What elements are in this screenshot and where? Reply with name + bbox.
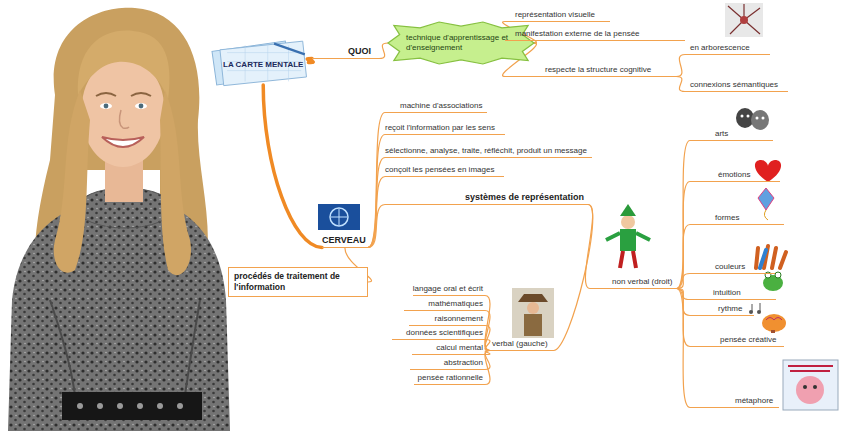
- topic-text: reçoit l'information par les sens: [385, 123, 495, 133]
- topic-node: rythme: [690, 304, 754, 316]
- topic-node: conçoit les pensées en images: [385, 165, 504, 177]
- topic-text: manifestation externe de la pensée: [515, 29, 640, 39]
- topic-text: verbal (gauche): [492, 339, 548, 349]
- masks-icon: [736, 108, 769, 130]
- branch-line: [676, 77, 685, 92]
- info-box: procédés de traitement de l'information: [228, 267, 368, 297]
- brain-icon: [318, 204, 360, 230]
- topic-node: abstraction: [410, 358, 485, 370]
- topic-text: respecte la structure cognitive: [545, 65, 651, 75]
- branch-line: [368, 205, 385, 248]
- topic-text: formes: [715, 213, 739, 223]
- topic-text: machine d'associations: [400, 101, 482, 111]
- topic-node: manifestation externe de la pensée: [505, 29, 685, 41]
- branch-line: [585, 205, 592, 289]
- branch-line: [368, 113, 385, 248]
- branch-line: [368, 135, 385, 248]
- clown-icon: [606, 204, 650, 268]
- topic-node: connexions sémantiques: [685, 80, 788, 92]
- branch-line: [379, 43, 388, 59]
- topic-node: pensée rationnelle: [414, 373, 485, 385]
- topic-text: calcul mental: [436, 343, 483, 353]
- topic-node: machine d'associations: [385, 101, 487, 113]
- branch-line: [554, 205, 593, 351]
- topic-node: non verbal (droit): [590, 277, 676, 289]
- topic-text: en arborescence: [690, 43, 750, 53]
- hair-front: [54, 30, 191, 275]
- topic-node: langage oral et écrit: [413, 284, 485, 296]
- topic-node: calcul mental: [412, 343, 485, 355]
- branch-topic: QUOI: [312, 46, 379, 59]
- topic-text: pensée créative: [720, 335, 776, 345]
- cartoon-icon: [783, 360, 838, 410]
- topic-node: systèmes de représentation: [385, 192, 588, 205]
- topic-node: reçoit l'information par les sens: [385, 123, 505, 135]
- heart-icon: [755, 160, 781, 182]
- topic-text: intuition: [713, 288, 741, 298]
- topic-text: non verbal (droit): [612, 277, 672, 287]
- topic-node: verbal (gauche): [490, 339, 554, 351]
- topic-node: respecte la structure cognitive: [505, 65, 676, 77]
- topic-node: sélectionne, analyse, traite, réfléchit,…: [385, 146, 592, 158]
- topic-text: données scientifiques: [406, 328, 483, 338]
- topic-text: raisonnement: [435, 314, 483, 324]
- topic-node: mathématiques: [404, 299, 485, 311]
- topic-node: formes: [690, 213, 784, 225]
- topic-text: langage oral et écrit: [413, 284, 483, 294]
- kite-icon: [758, 188, 774, 220]
- branch-line: [368, 177, 385, 248]
- branch-topic: CERVEAU: [322, 235, 368, 248]
- belt: [62, 392, 202, 420]
- music-icon: [749, 303, 761, 314]
- topic-node: en arborescence: [685, 43, 770, 55]
- topic-text: sélectionne, analyse, traite, réfléchit,…: [385, 146, 587, 156]
- sweater: [8, 188, 230, 431]
- topic-text: CERVEAU: [322, 235, 366, 246]
- topic-node: couleurs: [690, 262, 775, 274]
- topic-text: métaphore: [735, 396, 773, 406]
- topic-node: arts: [690, 129, 773, 141]
- branch-line: [676, 225, 690, 289]
- face: [81, 57, 165, 202]
- hands-icon: [756, 246, 786, 268]
- topic-node: raisonnement: [409, 314, 485, 326]
- branch-line: [676, 289, 690, 408]
- topic-text: QUOI: [348, 46, 371, 57]
- topic-node: données scientifiques: [392, 328, 485, 340]
- branch-line: [263, 85, 322, 248]
- branch-line: [485, 351, 490, 385]
- topic-text: connexions sémantiques: [690, 80, 778, 90]
- central-topic: LA CARTE MENTALE: [218, 40, 308, 85]
- topic-text: systèmes de représentation: [465, 192, 584, 203]
- colored-brain-icon: [762, 314, 786, 333]
- branch-line: [676, 55, 685, 77]
- portrait-photo: [0, 0, 235, 431]
- topic-text: procédés de traitement de l'information: [234, 271, 362, 293]
- topic-text: LA CARTE MENTALE: [223, 60, 303, 70]
- topic-node: intuition: [690, 288, 776, 300]
- frog-icon: [763, 272, 783, 291]
- network-icon: [725, 3, 763, 37]
- topic-text: technique d'apprentissage et d'enseignem…: [406, 33, 518, 53]
- branch-line: [307, 59, 313, 63]
- topic-text: couleurs: [715, 262, 745, 272]
- topic-node: pensée créative: [690, 335, 784, 347]
- topic-node: émotions: [690, 170, 780, 182]
- topic-text: mathématiques: [428, 299, 483, 309]
- topic-text: émotions: [718, 170, 750, 180]
- branch-line: [676, 274, 690, 289]
- branch-line: [368, 158, 385, 248]
- topic-node: métaphore: [690, 396, 779, 408]
- branch-line: [676, 141, 690, 289]
- topic-text: arts: [715, 129, 728, 139]
- topic-node: représentation visuelle: [505, 10, 610, 22]
- topic-text: représentation visuelle: [515, 10, 595, 20]
- explorer-icon: [512, 288, 554, 338]
- topic-text: rythme: [718, 304, 742, 314]
- topic-text: conçoit les pensées en images: [385, 165, 494, 175]
- topic-text: abstraction: [444, 358, 483, 368]
- topic-text: pensée rationnelle: [418, 373, 483, 383]
- branch-line: [676, 182, 690, 289]
